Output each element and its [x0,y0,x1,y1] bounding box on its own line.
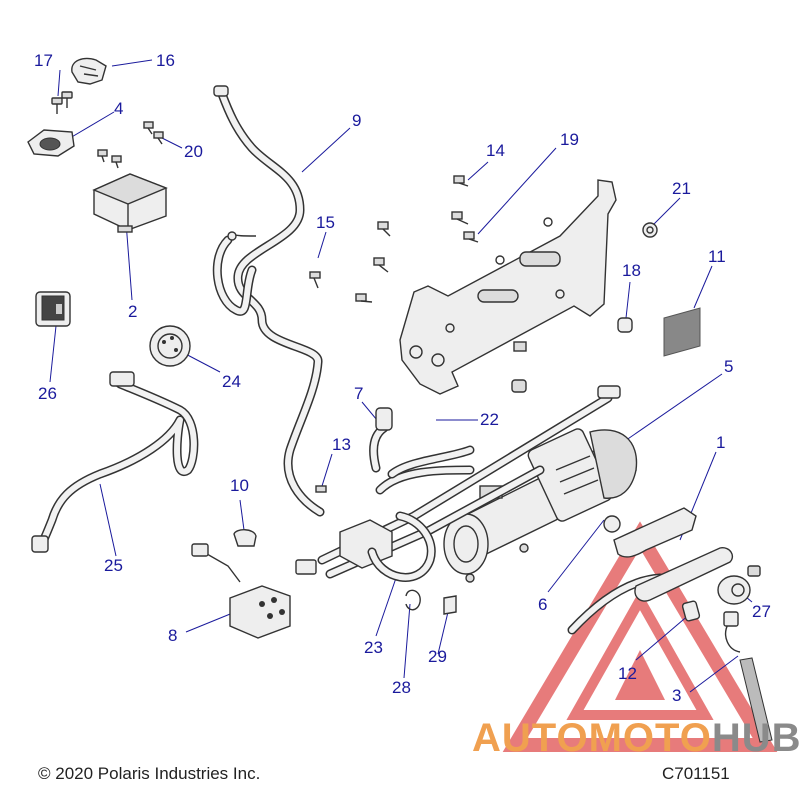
part-24-cap [149,325,191,367]
part-20-screws [97,121,164,169]
part-27-roller [717,565,761,605]
callout-5: 5 [724,357,734,376]
part-18-nut [617,317,633,333]
part-7-cable [369,407,393,473]
callout-29: 29 [428,647,447,666]
callout-8: 8 [168,626,178,645]
callout-16: 16 [156,51,175,70]
watermark-part1: AUTOMOTO [472,716,712,760]
part-28-strap [405,589,421,611]
callout-18: 18 [622,261,641,280]
part-15-bolt [309,271,321,289]
watermark-text: AUTOMOTOHUB [472,716,800,761]
callout-25: 25 [104,556,123,575]
callout-28: 28 [392,678,411,697]
callout-27: 27 [752,602,771,621]
part-26-switch [35,291,71,327]
part-2-module [92,173,168,233]
part-29-clip [443,595,457,615]
callout-24: 24 [222,372,241,391]
callout-26: 26 [38,384,57,403]
part-23-contactor [339,511,436,582]
part-16-clip [71,57,107,85]
part-10-clamp [233,529,257,547]
callout-20: 20 [184,142,203,161]
callout-9: 9 [352,111,362,130]
callout-13: 13 [332,435,351,454]
callout-12: 12 [618,664,637,683]
part-4-bracket [27,129,75,157]
part-21-nut [642,222,658,238]
part-8-solenoid [191,543,317,639]
callout-21: 21 [672,179,691,198]
part-13-bolt [315,485,327,493]
watermark-part2: HUB [711,716,800,760]
part-19-plate [399,179,617,395]
part-1-bracket [613,507,697,558]
drawing-number: C701151 [662,764,730,783]
callout-14: 14 [486,141,505,160]
fairlead [634,547,734,622]
part-5-winch [443,428,638,583]
callout-3: 3 [672,686,682,705]
callout-23: 23 [364,638,383,657]
part-3-hook [723,611,773,743]
callout-17: 17 [34,51,53,70]
callout-22: 22 [480,410,499,429]
callout-7: 7 [354,384,364,403]
part-25-harness [31,371,199,553]
copyright-text: © 2020 Polaris Industries Inc. [38,764,261,783]
callout-1: 1 [716,433,726,452]
callout-6: 6 [538,595,548,614]
part-17-screws [51,91,73,114]
callout-2: 2 [128,302,138,321]
callout-15: 15 [316,213,335,232]
callout-4: 4 [114,99,124,118]
part-11-label [663,307,701,357]
callout-10: 10 [230,476,249,495]
part-9-harness [212,85,325,517]
callout-19: 19 [560,130,579,149]
watermark-triangle [502,521,778,752]
callout-11: 11 [708,247,726,266]
